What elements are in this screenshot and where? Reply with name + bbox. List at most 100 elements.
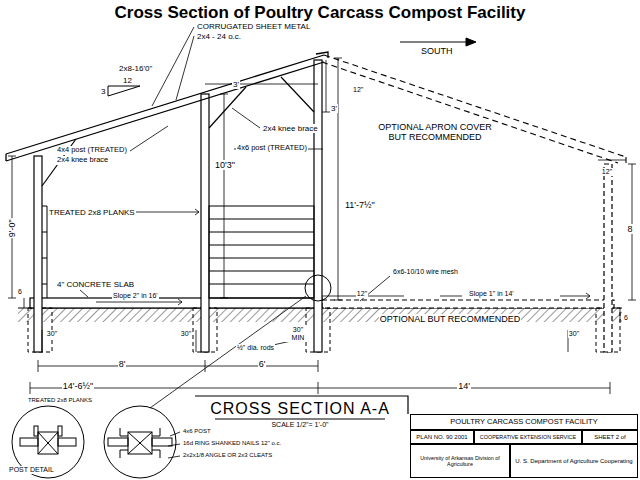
option-note: OPTIONAL APRON COVER BUT RECOMMENDED [374,122,496,143]
direction-label: SOUTH [420,46,454,56]
leader-line [150,296,306,408]
section-underline [215,418,385,419]
post-detail [108,438,128,446]
roof [6,55,324,154]
apron-roof [322,62,618,163]
slab-note: 4" CONCRETE SLAB [56,280,135,289]
detail-callout [305,275,331,301]
rod-note: ½" dia. rods [236,344,275,352]
cell-text: University of Arkansas Division of Agric… [411,455,509,467]
slope-arrow [440,293,590,299]
leader-line [195,209,199,215]
south-arrow [400,42,468,43]
pitch-run: 12 [122,76,133,85]
pitch-rise: 3 [100,87,106,96]
post-footing [28,308,620,352]
title-block-cell: POULTRY CARCASS COMPOST FACILITY [410,414,638,430]
slope-note: Slope 1" in 14' [468,290,515,298]
member-note: 4x6 post (TREATED) [236,144,308,153]
roof-note: CORRUGATED SHEET METAL [196,22,311,31]
agency-cell: COOPERATIVE EXTENSION SERVICE [474,430,582,444]
post-detail [104,406,176,478]
post [314,60,322,352]
member-note: TREATED 2x8 PLANKS [48,208,136,217]
leader-line [132,212,199,213]
south-arrow [466,38,476,46]
dimension: 6 [17,288,23,296]
leader-line [152,27,194,106]
section-title: CROSS SECTION A-A [209,400,391,418]
apron-roof [324,55,626,157]
cell-text: U. S. Department of Agriculture Cooperat… [513,458,634,465]
dimension-line [8,58,636,394]
slab-note: 6x6-10/10 wire mesh [392,268,459,276]
section-underline [195,396,408,419]
dimension: 30" [568,330,580,338]
cell-text: COOPERATIVE EXTENSION SERVICE [478,434,578,440]
leader-line [80,290,88,297]
knee-brace [209,87,246,128]
post-detail [34,426,38,436]
dimension-line [322,60,330,112]
dimension: 8 [626,224,633,234]
leader-line [176,36,194,100]
roof [6,52,328,161]
pitch-symbol [108,86,140,96]
dimension-line [620,308,621,322]
post-detail [120,428,160,458]
dimension-line [205,84,318,85]
option-note: OPTIONAL BUT RECOMMENDED [379,314,522,324]
scale-note: SCALE 1/2"= 1'-0" [270,421,329,429]
detail-note: 4x6 POST [182,428,212,435]
post-detail [38,432,58,454]
leader-line [80,27,390,458]
roof-note: 2x4 - 24 o.c. [196,32,242,41]
wall-planks [42,206,47,298]
cell-text: POULTRY CARCASS COMPOST FACILITY [448,418,599,427]
roof [5,154,6,161]
post [604,164,612,352]
member-note: 4x4 post (TREATED) [56,146,128,155]
dimension: 11'-7½" [344,200,376,210]
sheet-cell: SHEET 2 of [582,430,638,444]
dimension-line [334,58,342,300]
post-detail [128,432,152,454]
detail-note: 2x2x1/8 ANGLE OR 2x3 CLEATS [182,452,273,459]
concrete-slab [30,298,322,308]
dimension-line [38,360,318,372]
wall-planks [209,206,314,298]
leader-line [168,456,180,458]
post-detail [38,432,58,454]
dimension: 3' [330,104,338,113]
detail-note: TREATED 2x8 PLANKS [27,397,93,404]
page-title: Cross Section of Poultry Carcass Compost… [0,3,640,23]
dimension-line [598,160,626,161]
member-note: 2x4 knee brace [262,124,319,133]
knee-brace [281,77,314,112]
wall-planks [209,219,314,284]
detail-callout [305,275,331,301]
agency-cell: U. S. Department of Agriculture Cooperat… [510,444,638,478]
dimension: 6 [623,314,629,322]
dimension: 12" [352,86,364,94]
south-arrow [400,38,476,46]
dimension: 9'-0" [7,218,17,238]
dimension: 12" [601,168,613,176]
agency-cell: University of Arkansas Division of Agric… [410,444,510,478]
apron-roof [322,55,626,165]
post-detail [20,438,38,446]
leader-line [130,126,168,151]
dimension: 30" [180,330,192,338]
detail-title: POST DETAIL [8,466,55,474]
roof [6,62,324,161]
pitch-symbol [108,86,140,96]
dimension: 3' [232,80,240,89]
dimension: 12" [356,290,368,298]
dimension-line [30,382,610,394]
dimension: 14' [457,381,471,391]
member-note: 2x4 knee brace [56,156,109,165]
dimension-line [24,298,25,308]
post-detail [152,438,172,446]
slope-arrow [96,293,590,305]
